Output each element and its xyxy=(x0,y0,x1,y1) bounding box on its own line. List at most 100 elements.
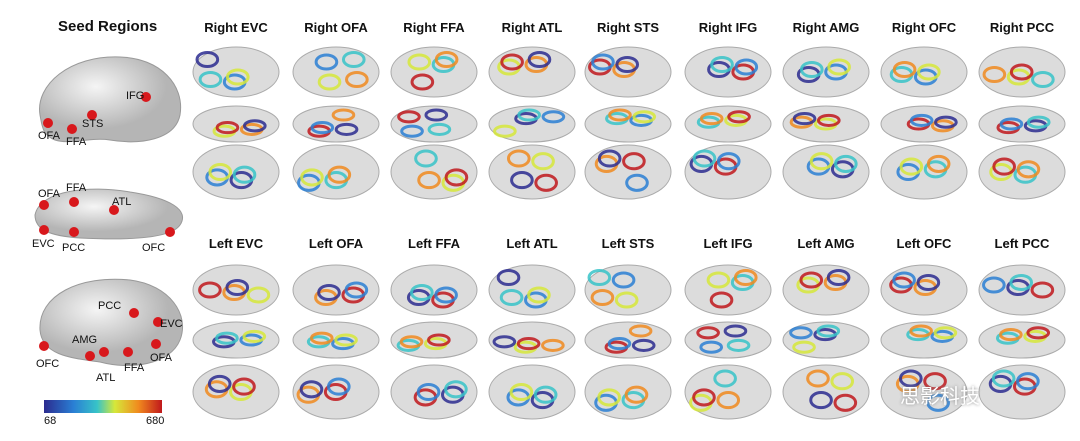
right-title-6: Right AMG xyxy=(792,20,860,35)
activation-blob xyxy=(699,112,724,126)
activation-blob xyxy=(706,271,731,289)
activation-blob xyxy=(809,152,834,171)
activation-blob xyxy=(631,338,656,352)
activation-blob xyxy=(933,326,958,340)
activation-blob xyxy=(341,51,366,68)
activation-blob xyxy=(309,331,334,345)
label-ofa-v: OFA xyxy=(38,188,61,200)
seed-ofa xyxy=(43,118,53,128)
activation-blob xyxy=(992,157,1016,176)
activation-blob xyxy=(327,165,352,184)
activation-blob xyxy=(789,326,813,340)
activation-blob xyxy=(314,53,339,71)
activation-blob xyxy=(982,66,1007,83)
activation-blob xyxy=(611,271,636,289)
activation-blob xyxy=(326,377,351,396)
activation-blob xyxy=(934,115,958,129)
seed-regions-title: Seed Regions xyxy=(58,18,158,35)
activation-blob xyxy=(516,337,541,351)
activation-blob xyxy=(1030,281,1055,299)
activation-blob xyxy=(410,73,435,91)
activation-blob xyxy=(587,269,612,286)
activation-blob xyxy=(531,152,555,171)
right-title-7: Right OFC xyxy=(891,20,957,35)
brain-ventral xyxy=(684,321,772,359)
activation-blob xyxy=(1026,326,1051,340)
watermark: 思影科技 xyxy=(900,386,980,408)
brain-lateral xyxy=(684,264,772,316)
activation-blob xyxy=(792,340,816,354)
activation-blob xyxy=(1026,115,1051,129)
left-title-1: Left OFA xyxy=(308,236,364,251)
activation-blob xyxy=(533,385,558,404)
activation-blob xyxy=(541,338,565,352)
left-title-0: Left EVC xyxy=(208,236,264,251)
left-title-2: Left FFA xyxy=(408,236,460,251)
left-title-4: Left STS xyxy=(601,236,655,251)
activation-blob xyxy=(622,152,646,171)
activation-blob xyxy=(317,284,341,301)
brain-ventral xyxy=(292,105,380,143)
activation-blob xyxy=(397,110,421,124)
activation-blob xyxy=(909,113,934,127)
activation-blob xyxy=(716,152,741,171)
activation-blob xyxy=(416,382,441,402)
brain-ventral xyxy=(584,105,672,143)
activation-blob xyxy=(510,171,534,190)
activation-blob xyxy=(898,369,923,388)
activation-blob xyxy=(923,372,947,391)
activation-blob xyxy=(232,165,257,184)
activation-blob xyxy=(632,110,657,124)
activation-blob xyxy=(926,393,950,412)
brain-lateral xyxy=(978,46,1066,98)
label-ofa: OFA xyxy=(38,130,61,142)
activation-blob xyxy=(830,372,855,391)
activation-blob xyxy=(608,108,632,122)
activation-blob xyxy=(207,374,232,393)
activation-blob xyxy=(1016,372,1040,391)
colorbar-max: 680 xyxy=(146,415,165,427)
activation-blob xyxy=(246,286,271,304)
activation-blob xyxy=(492,335,517,349)
activation-blob xyxy=(826,269,851,286)
activation-blob xyxy=(692,149,717,168)
seed-lateral-brain xyxy=(39,56,182,143)
brain-lateral xyxy=(390,264,478,316)
activation-blob xyxy=(500,53,524,71)
activation-blob xyxy=(427,122,452,136)
activation-blob xyxy=(400,124,424,138)
activation-blob xyxy=(208,162,233,182)
label-ffa-m: FFA xyxy=(124,362,145,374)
seed-medial-brain xyxy=(39,278,184,367)
activation-blob xyxy=(541,110,566,124)
activation-blob xyxy=(509,382,534,402)
colorbar-min: 68 xyxy=(44,415,57,427)
right-title-0: Right EVC xyxy=(204,20,268,35)
activation-blob xyxy=(444,380,468,399)
activation-blob xyxy=(517,108,541,122)
activation-blob xyxy=(417,171,441,190)
activation-blob xyxy=(723,324,748,338)
label-ofc-m: OFC xyxy=(36,358,60,370)
label-amg-m: AMG xyxy=(72,334,98,346)
activation-blob xyxy=(999,328,1023,342)
activation-blob xyxy=(607,337,632,351)
activation-blob xyxy=(899,157,924,176)
left-title-8: Left PCC xyxy=(994,236,1050,251)
brain-medial xyxy=(978,364,1066,420)
activation-blob xyxy=(527,286,551,304)
activation-blob xyxy=(496,269,521,286)
activation-blob xyxy=(892,271,916,289)
activation-blob xyxy=(833,393,858,412)
activation-blob xyxy=(534,173,558,192)
activation-blob xyxy=(399,335,424,349)
activation-blob xyxy=(799,61,824,78)
colorbar xyxy=(44,400,162,413)
brain-medial xyxy=(292,364,380,420)
label-sts: STS xyxy=(82,118,104,130)
left-title-5: Left IFG xyxy=(703,236,753,251)
label-atl-v: ATL xyxy=(112,196,132,208)
activation-blob xyxy=(726,338,751,352)
activation-blob xyxy=(434,51,459,68)
